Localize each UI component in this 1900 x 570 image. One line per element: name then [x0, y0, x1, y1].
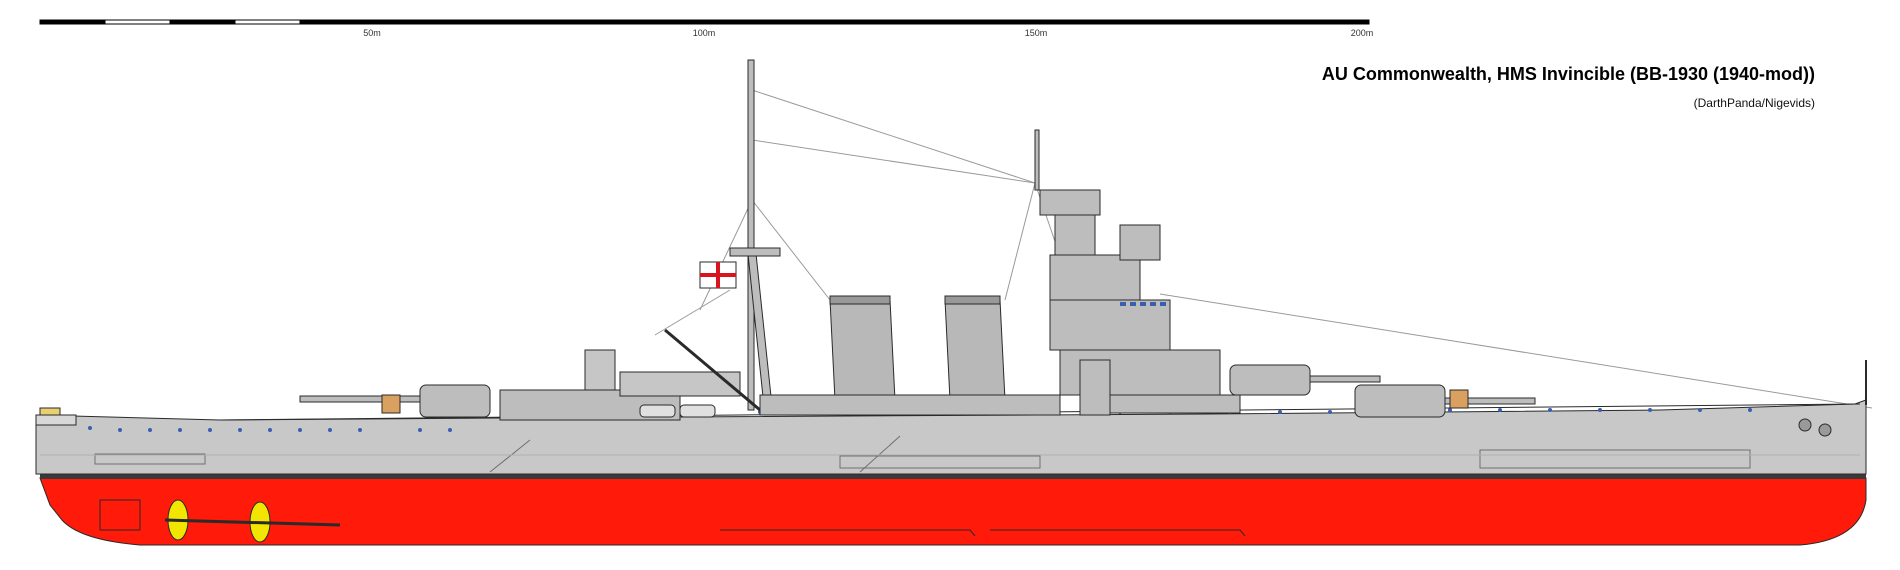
ship-title: AU Commonwealth, HMS Invincible (BB-1930…	[1321, 64, 1815, 84]
ensign-flag	[699, 261, 737, 289]
hull-details	[40, 435, 1860, 473]
scale-bar	[39, 19, 1370, 25]
bridge-tower	[1034, 129, 1241, 416]
funnels	[829, 295, 1006, 401]
anchor-hawse	[1798, 418, 1832, 437]
turret-y	[299, 384, 491, 418]
scale-bar-segments	[39, 19, 1370, 25]
underwater-hull	[39, 477, 1867, 546]
bridge-windows	[1120, 302, 1166, 306]
scale-label-200m: 200m	[1350, 28, 1374, 38]
scale-label-150m: 150m	[1024, 28, 1048, 38]
propellers	[164, 499, 341, 543]
bilge-keels	[720, 529, 1246, 537]
rudder	[99, 499, 141, 531]
scale-label-100m: 100m	[692, 28, 716, 38]
midship-deckhouse	[759, 394, 1061, 416]
stern-rail	[39, 407, 61, 416]
turret-a	[1354, 384, 1536, 418]
scale-label-50m: 50m	[363, 28, 381, 38]
turret-b	[1229, 364, 1381, 396]
artist-credit: (DarthPanda/Nigevids)	[1693, 96, 1815, 110]
aft-superstructure	[499, 349, 741, 421]
stern-platform	[35, 414, 77, 426]
main-mast	[729, 59, 781, 411]
boot-topping	[40, 474, 1866, 479]
boat-crane	[664, 328, 761, 412]
